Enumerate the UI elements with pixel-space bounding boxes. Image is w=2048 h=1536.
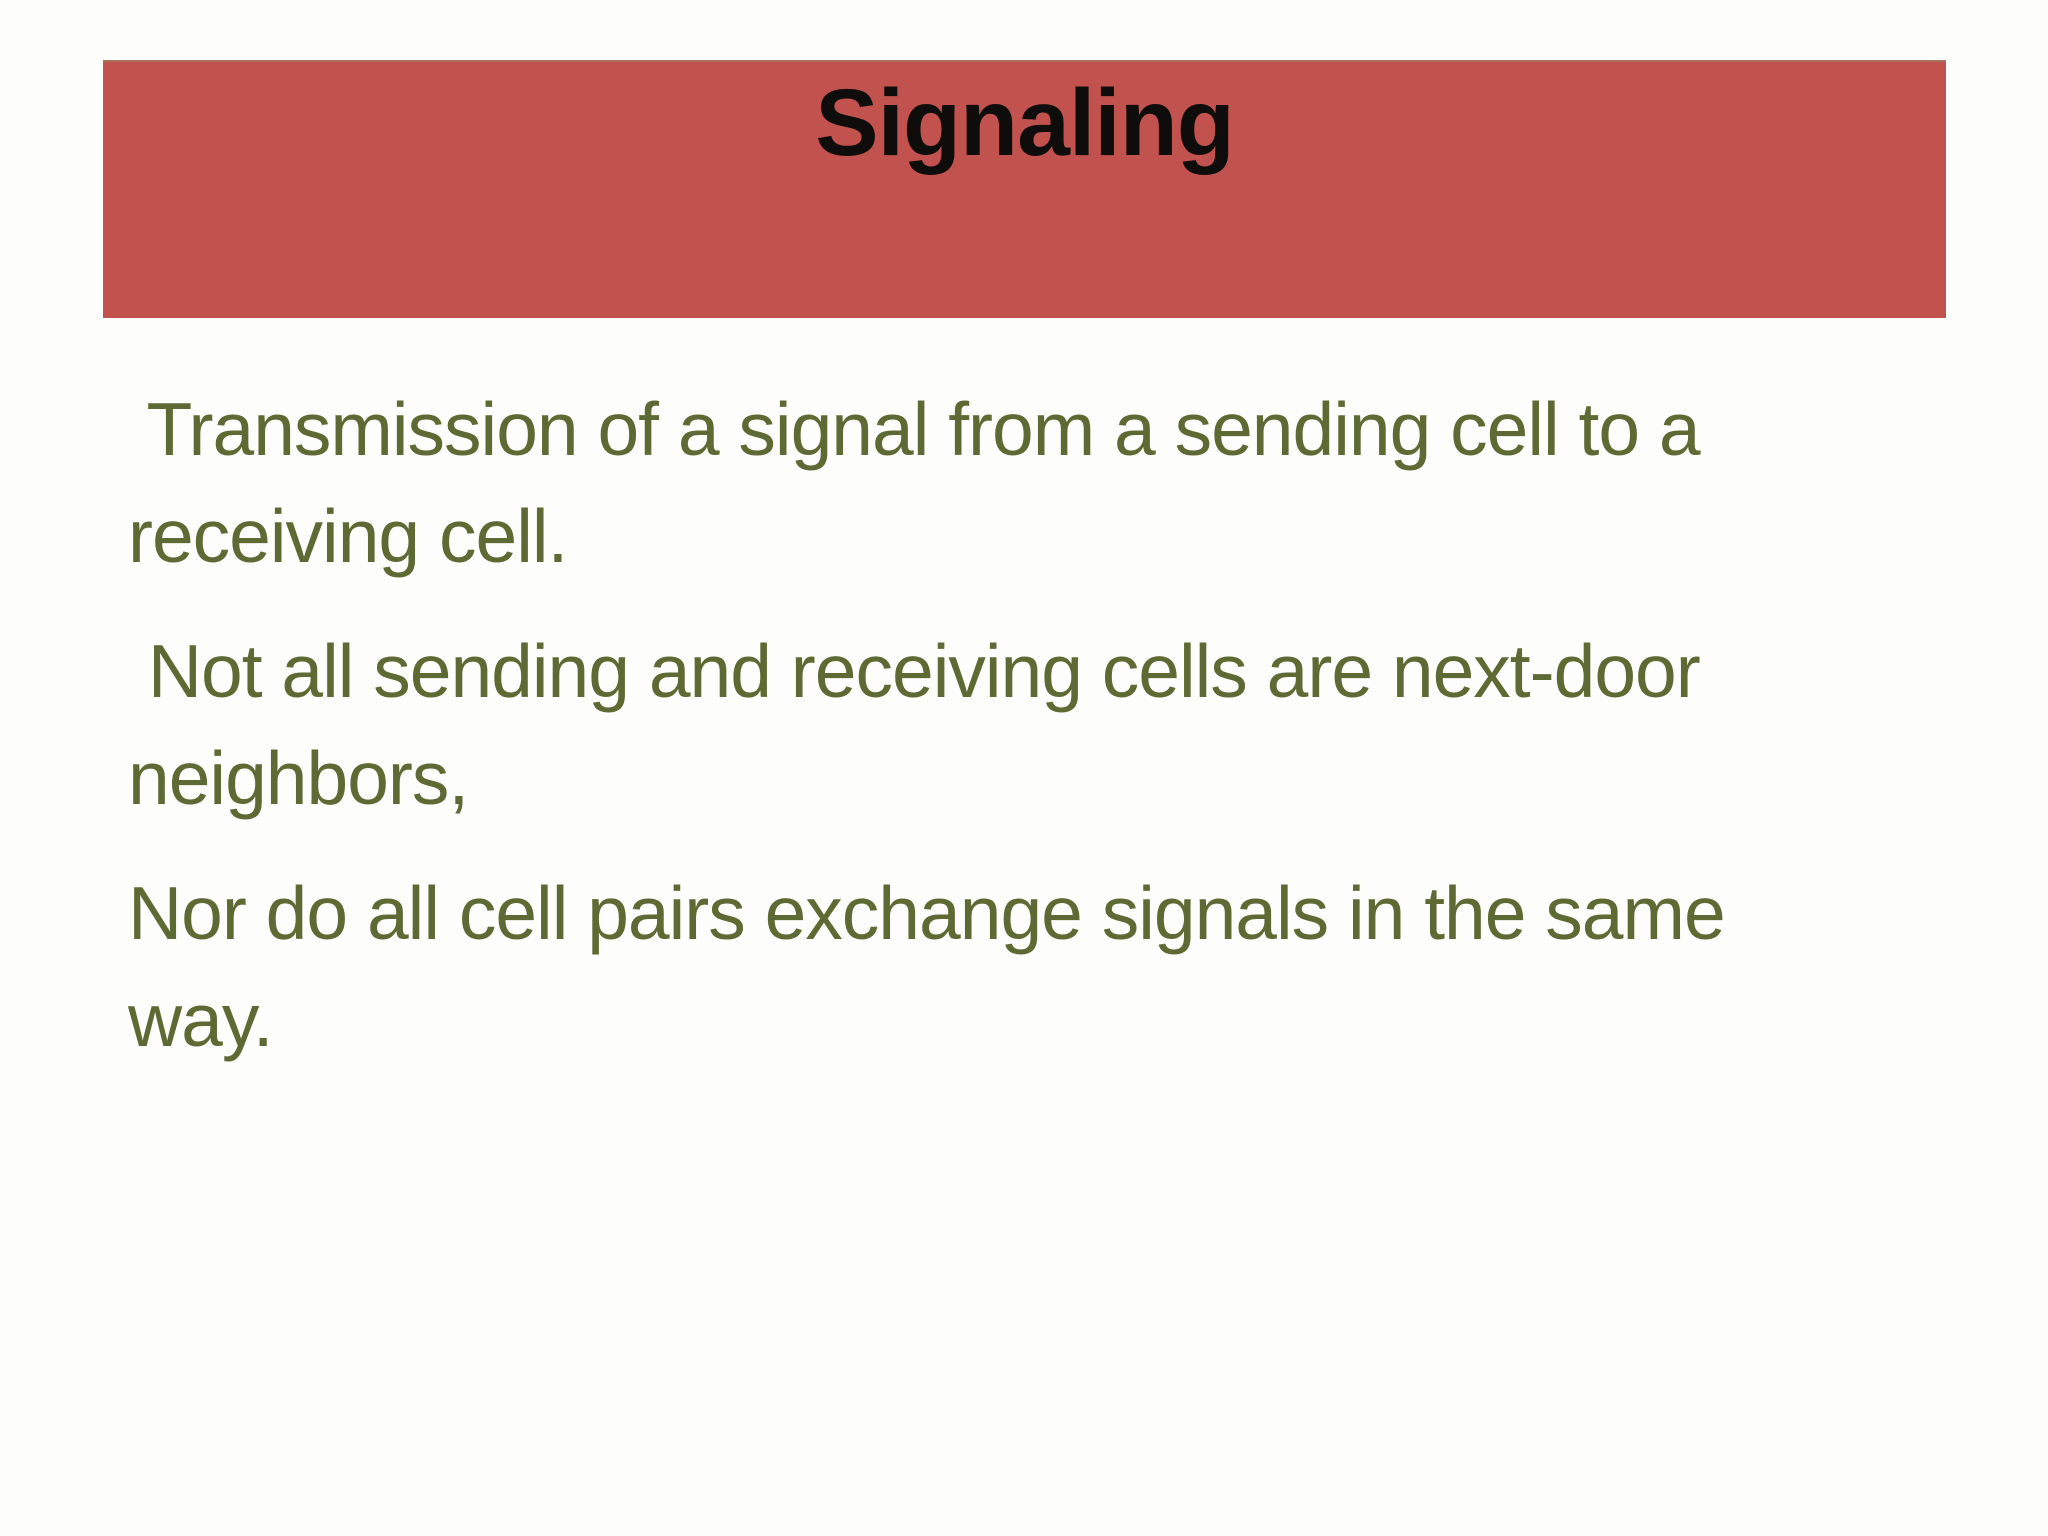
- text-line: way.: [128, 978, 274, 1062]
- paragraph-transmission: Transmission of a signal from a sending …: [128, 376, 1998, 590]
- paragraph-neighbors: Not all sending and receiving cells are …: [128, 618, 1998, 832]
- text-line: Transmission of a signal from a sending …: [128, 387, 1700, 471]
- text-line: receiving cell.: [128, 494, 568, 578]
- slide-body: Transmission of a signal from a sending …: [128, 376, 1998, 1102]
- text-line: Not all sending and receiving cells are …: [128, 629, 1701, 713]
- title-bar: Signaling: [103, 60, 1946, 318]
- text-line: neighbors,: [128, 736, 469, 820]
- text-line: Nor do all cell pairs exchange signals i…: [128, 871, 1726, 955]
- paragraph-exchange: Nor do all cell pairs exchange signals i…: [128, 860, 1998, 1074]
- slide-title: Signaling: [815, 70, 1235, 176]
